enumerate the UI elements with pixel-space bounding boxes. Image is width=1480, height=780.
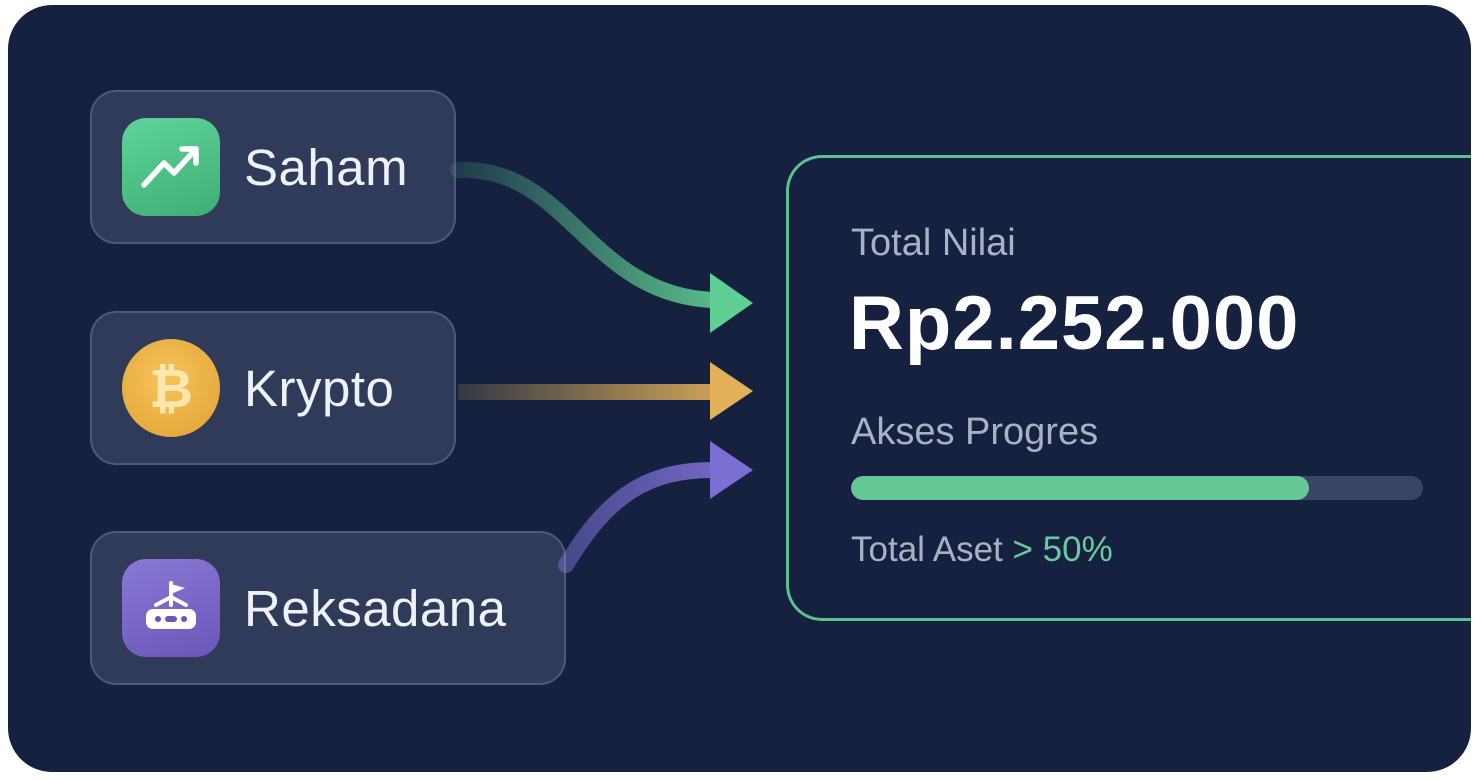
reksadana-flow-line bbox=[558, 462, 721, 573]
asset-card-reksadana[interactable]: Reksadana bbox=[90, 531, 566, 685]
asset-label-saham: Saham bbox=[244, 138, 409, 196]
asset-label-reksadana: Reksadana bbox=[244, 579, 507, 637]
progress-label: Akses Progres bbox=[851, 411, 1099, 453]
fund-flag-icon bbox=[122, 559, 220, 657]
asset-card-krypto[interactable]: ₿ Krypto bbox=[90, 311, 456, 465]
trend-up-icon bbox=[122, 118, 220, 216]
summary-panel: Total Nilai Rp2.252.000 Akses Progres To… bbox=[786, 155, 1471, 621]
flow-arrows bbox=[450, 161, 753, 573]
progress-bar bbox=[851, 476, 1423, 500]
investment-summary-canvas: Saham ₿ Krypto Reksadana Total Nilai Rp2… bbox=[8, 5, 1471, 772]
footnote-prefix: Total Aset bbox=[851, 530, 1003, 569]
progress-bar-fill bbox=[851, 476, 1309, 500]
total-value-amount: Rp2.252.000 bbox=[849, 281, 1300, 366]
saham-arrowhead bbox=[710, 273, 753, 333]
krypto-arrowhead bbox=[710, 362, 753, 420]
reksadana-arrowhead bbox=[710, 441, 753, 499]
bitcoin-icon: ₿ bbox=[122, 339, 220, 437]
saham-flow-line bbox=[450, 161, 721, 308]
footnote-percentage: > 50% bbox=[1012, 530, 1113, 569]
asset-card-saham[interactable]: Saham bbox=[90, 90, 456, 244]
total-value-label: Total Nilai bbox=[851, 222, 1016, 264]
asset-footnote: Total Aset > 50% bbox=[851, 530, 1113, 570]
asset-label-krypto: Krypto bbox=[244, 359, 395, 417]
